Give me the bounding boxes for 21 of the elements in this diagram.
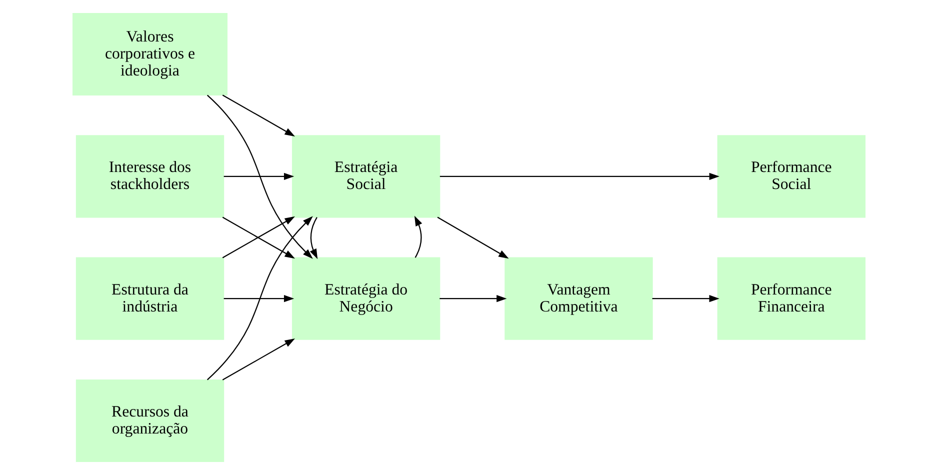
arrow (206, 216, 313, 380)
arrow (310, 216, 318, 259)
arrow (222, 94, 295, 136)
arrow (437, 216, 509, 258)
node-box: Performance Social (717, 134, 866, 218)
arrow (440, 294, 507, 302)
node-box: Estratégia do Negócio (292, 256, 440, 340)
node-box: Interesse dos stackholders (76, 134, 224, 218)
arrow (222, 338, 295, 380)
arrow (414, 215, 422, 258)
node-box: Vantagem Competitiva (504, 256, 653, 340)
node-box: Recursos da organização (76, 378, 224, 462)
arrow (206, 94, 313, 258)
arrow (652, 294, 720, 302)
node-box: Estratégia Social (292, 134, 440, 218)
node-box: Estrutura da indústria (76, 256, 224, 340)
node-box: Performance Financeira (717, 256, 866, 340)
node-box: Valores corporativos e ideologia (72, 12, 228, 96)
arrow (224, 172, 294, 180)
arrow (224, 294, 294, 302)
arrow (440, 172, 720, 180)
